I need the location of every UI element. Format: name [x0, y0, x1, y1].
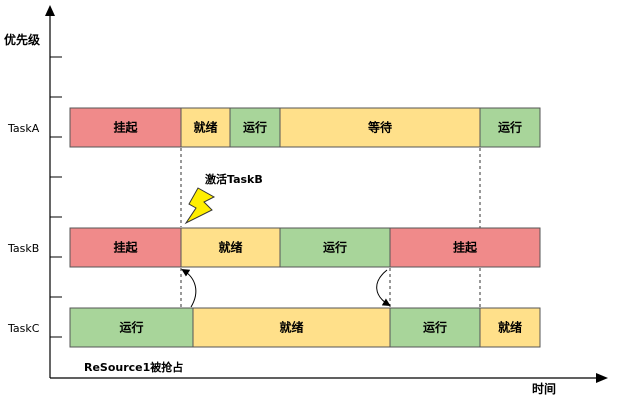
task-bars: 挂起就绪运行等待运行挂起就绪运行挂起运行就绪运行就绪	[69, 107, 541, 348]
y-axis-label: 优先级	[4, 32, 40, 47]
task-a-segment: 运行	[229, 107, 281, 148]
preempt-arrow-down-icon	[376, 269, 391, 307]
task-c-segment: 运行	[69, 307, 194, 348]
segment-state-label: 就绪	[279, 320, 303, 335]
task-label-b: TaskB	[7, 242, 39, 255]
segment-state-label: 就绪	[498, 320, 522, 335]
task-c-segment: 就绪	[479, 307, 541, 348]
segment-box	[389, 227, 541, 268]
activate-annotation: 激活TaskB	[205, 172, 263, 186]
segment-box	[69, 107, 182, 148]
segment-state-label: 就绪	[193, 120, 217, 135]
segment-state-label: 运行	[423, 320, 447, 335]
segment-state-label: 运行	[243, 120, 267, 135]
task-a-segment: 等待	[279, 107, 481, 148]
x-axis-arrow-icon	[596, 373, 608, 383]
task-b-segment: 运行	[279, 227, 391, 268]
task-a-segment: 运行	[479, 107, 541, 148]
resource-annotation: ReSource1被抢占	[84, 360, 183, 374]
segment-box	[69, 307, 194, 348]
task-label-c: TaskC	[7, 322, 40, 335]
segment-state-label: 就绪	[218, 240, 242, 255]
segment-box	[479, 307, 541, 348]
task-c-segment: 运行	[389, 307, 481, 348]
segment-box	[279, 227, 391, 268]
task-c-segment: 就绪	[192, 307, 391, 348]
segment-state-label: 挂起	[453, 240, 478, 255]
segment-state-label: 运行	[498, 120, 522, 135]
segment-box	[229, 107, 281, 148]
segment-box	[479, 107, 541, 148]
preempt-arrow-up-icon	[181, 268, 197, 308]
segment-box	[69, 227, 182, 268]
x-axis-label: 时间	[532, 381, 556, 396]
lightning-icon	[184, 187, 216, 225]
task-label-a: TaskA	[7, 122, 40, 135]
segment-box	[180, 107, 231, 148]
task-b-segment: 就绪	[180, 227, 281, 268]
task-a-segment: 就绪	[180, 107, 231, 148]
segment-state-label: 等待	[367, 120, 392, 135]
segment-box	[279, 107, 481, 148]
segment-box	[180, 227, 281, 268]
segment-state-label: 挂起	[113, 240, 138, 255]
segment-box	[389, 307, 481, 348]
segment-state-label: 运行	[323, 240, 347, 255]
task-a-segment: 挂起	[69, 107, 182, 148]
segment-state-label: 运行	[119, 320, 143, 335]
task-b-segment: 挂起	[69, 227, 182, 268]
y-axis-ticks	[50, 56, 62, 338]
segment-state-label: 挂起	[113, 120, 138, 135]
task-b-segment: 挂起	[389, 227, 541, 268]
y-axis-arrow-icon	[45, 5, 55, 16]
